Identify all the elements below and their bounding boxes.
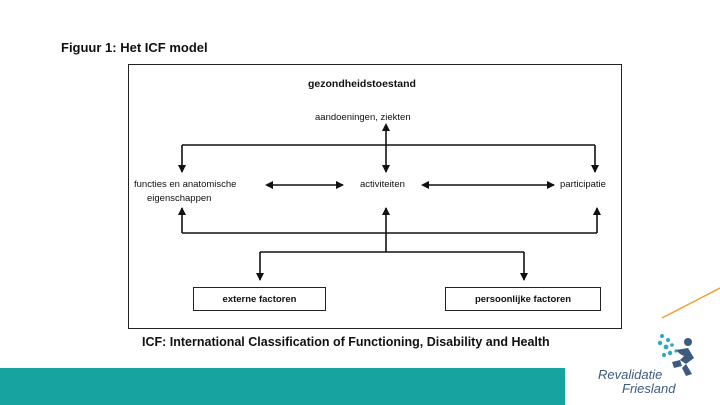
personal-factors-box: persoonlijke factoren: [445, 287, 601, 311]
external-factors-box: externe factoren: [193, 287, 326, 311]
accent-line: [661, 287, 720, 319]
personal-factors-label: persoonlijke factoren: [474, 293, 572, 305]
runner-with-dots-logo-icon: [657, 334, 694, 376]
external-factors-label: externe factoren: [222, 293, 297, 305]
figure-title: Figuur 1: Het ICF model: [61, 40, 208, 55]
footer-teal-band: [0, 368, 565, 405]
figure-caption: ICF: International Classification of Fun…: [142, 335, 550, 349]
functions-label-line2: eigenschappen: [147, 193, 212, 204]
participation-label: participatie: [560, 179, 606, 190]
health-condition-label: gezondheidstoestand: [308, 78, 416, 90]
brand-name-line1: Revalidatie: [598, 367, 663, 382]
health-condition-subtitle: aandoeningen, ziekten: [315, 112, 411, 123]
activities-label: activiteiten: [360, 179, 405, 190]
icf-diagram-frame: [128, 64, 622, 329]
brand-name-line2: Friesland: [622, 381, 676, 396]
functions-label-line1: functies en anatomische: [134, 179, 237, 190]
